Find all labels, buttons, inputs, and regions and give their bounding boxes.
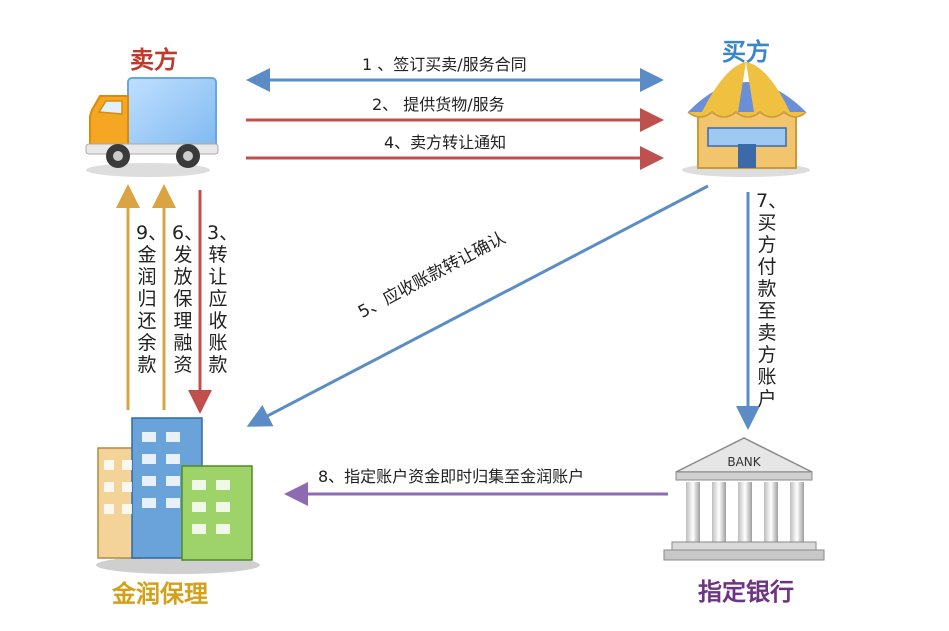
shop-icon (682, 62, 810, 177)
arrow-8-label: 8、指定账户资金即时归集至金润账户 (318, 467, 585, 486)
buyer-title: 买方 (722, 38, 770, 66)
arrow-3-label: 3、转让应收账款 (207, 222, 239, 376)
arrow-2-label: 2、 提供货物/服务 (372, 95, 505, 114)
arrow-4-label: 4、卖方转让通知 (384, 133, 507, 152)
bank-sign: BANK (727, 455, 761, 469)
factor-title: 金润保理 (112, 580, 208, 608)
seller-title: 卖方 (130, 46, 178, 74)
truck-icon (85, 77, 219, 177)
arrow-7-label: 7、买方付款至卖方账户 (756, 190, 788, 410)
arrow-6-label: 6、发放保理融资 (172, 222, 204, 376)
bank-title: 指定银行 (698, 578, 794, 606)
bank-icon: BANK (663, 437, 825, 561)
arrow-1-label: 1 、签订买卖/服务合同 (362, 55, 527, 74)
buildings-icon (96, 417, 260, 574)
arrow-5 (246, 184, 709, 427)
arrow-9-label: 9、金润归还余款 (136, 222, 168, 376)
